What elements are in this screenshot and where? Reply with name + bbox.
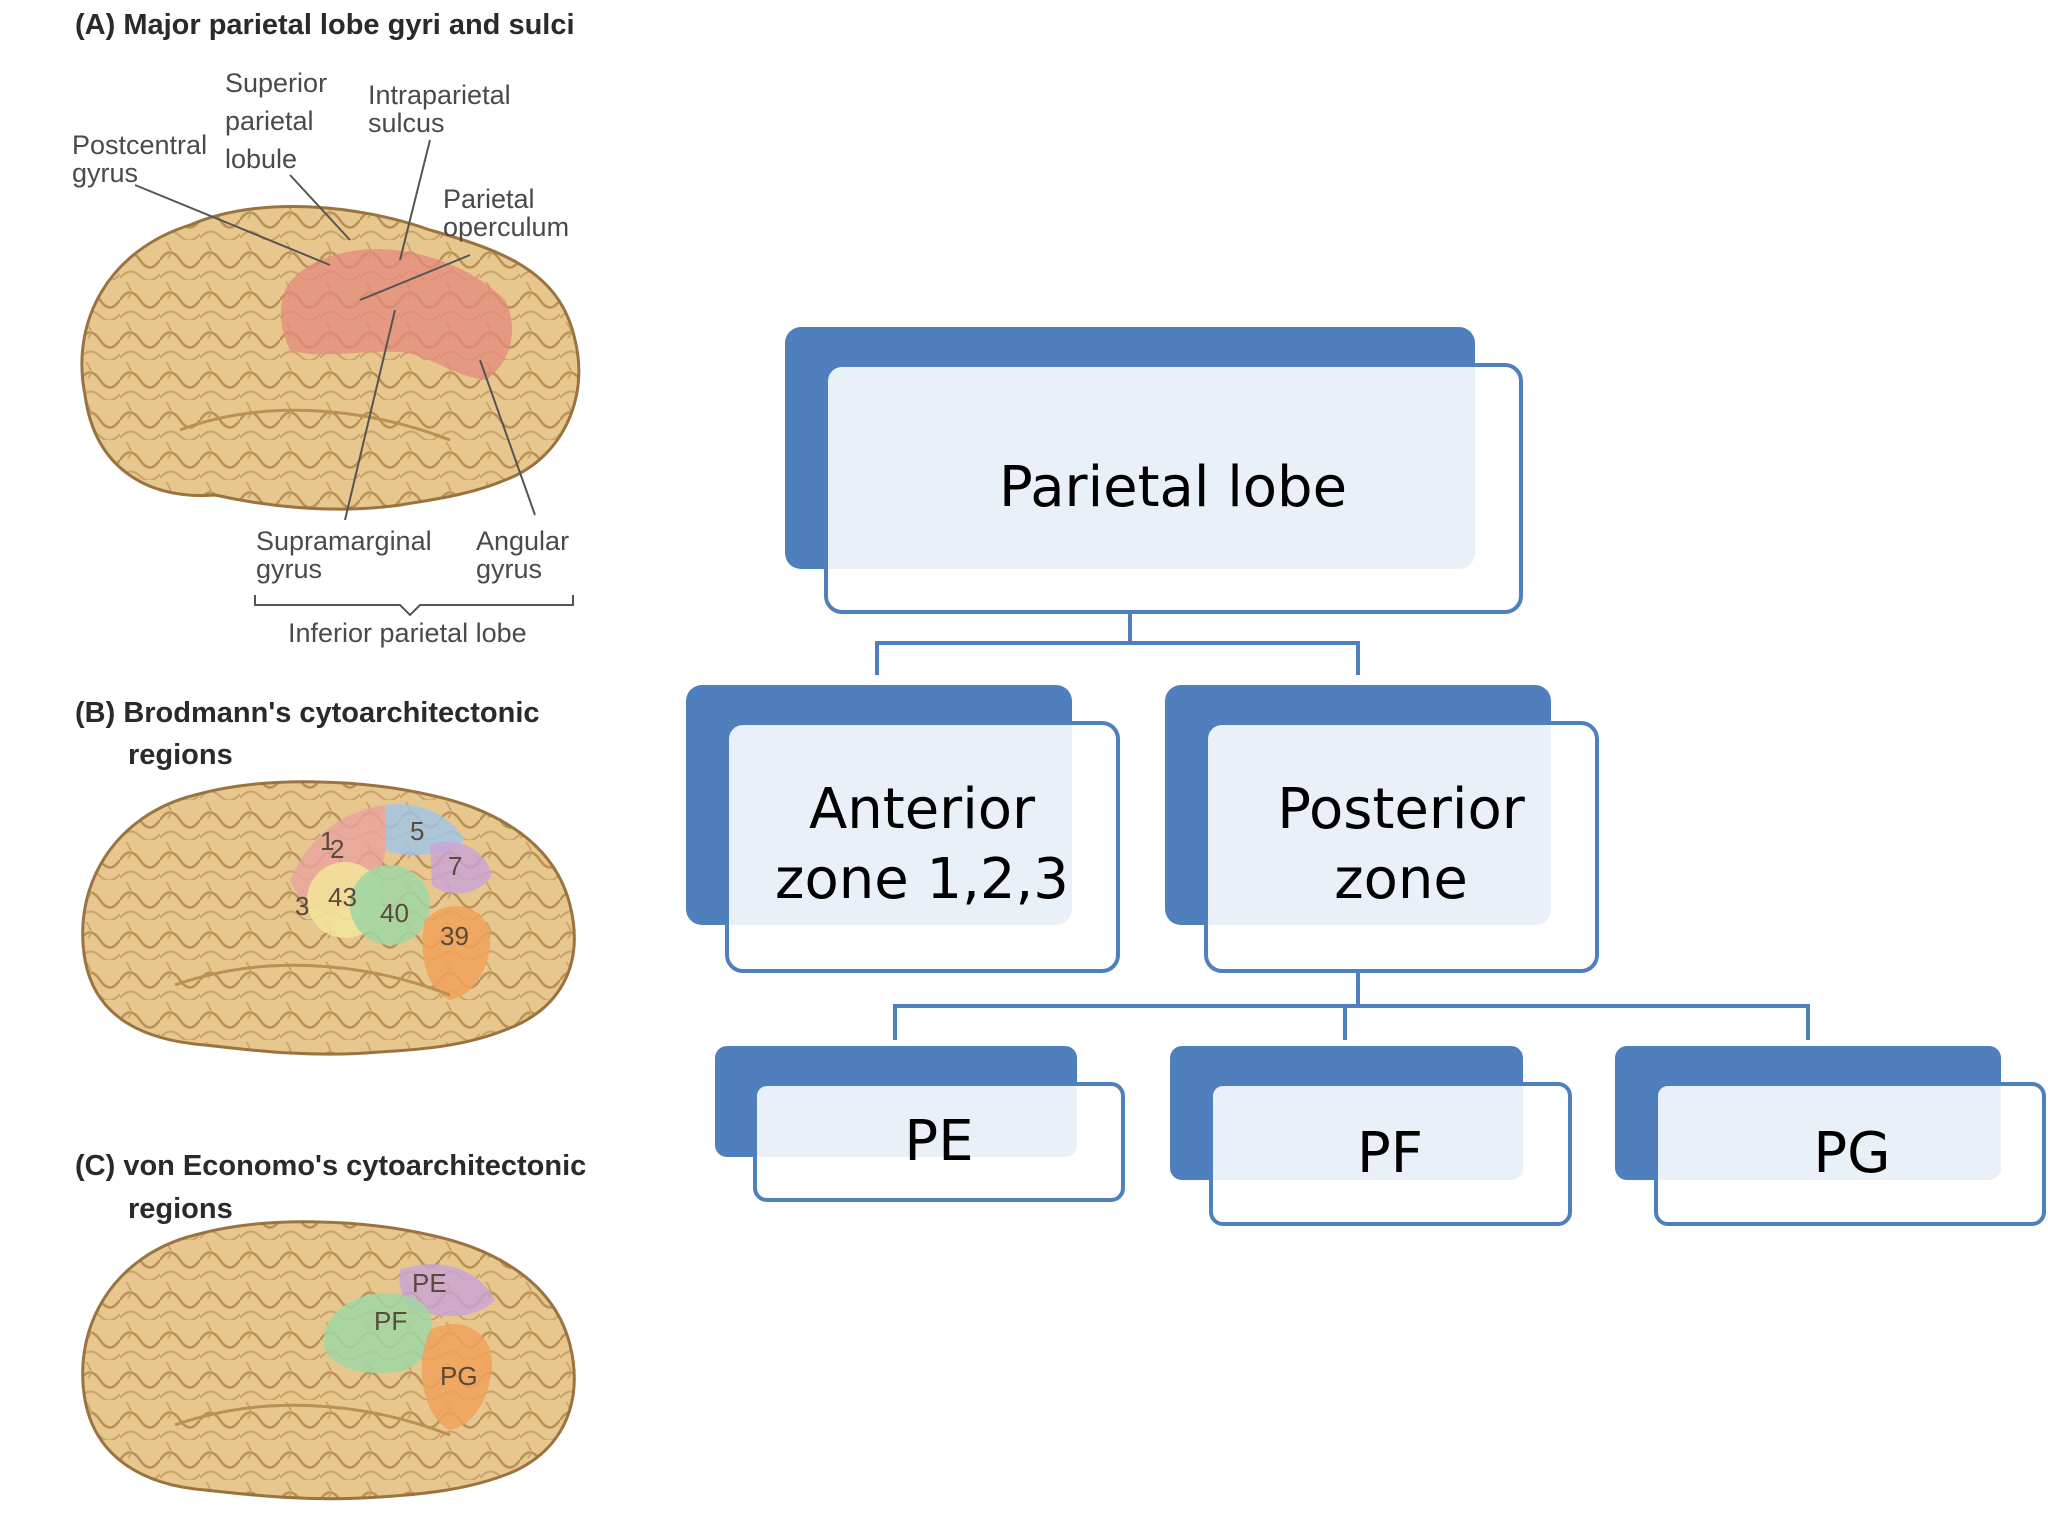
connectors	[875, 612, 1810, 1040]
connector-root-to-zones	[875, 612, 1360, 675]
label-superior-1: Superior	[225, 68, 327, 98]
label-operculum-2: operculum	[443, 212, 569, 242]
area-label-2: 2	[330, 834, 344, 864]
label-superior-2: parietal	[225, 106, 314, 136]
node-pe-label: PE	[904, 1109, 973, 1174]
node-pf-label: PF	[1357, 1121, 1423, 1186]
node-parietal-lobe-label: Parietal lobe	[999, 455, 1347, 520]
node-pg: PG	[1615, 1046, 2046, 1226]
label-postcentral-1: Postcentral	[72, 130, 207, 160]
node-pf: PF	[1170, 1046, 1572, 1226]
area-40-region	[350, 865, 430, 945]
label-supramarginal-1: Supramarginal	[256, 526, 432, 556]
connector-posterior-to-areas	[893, 970, 1810, 1040]
panel-c: (C) von Economo's cytoarchitectonic regi…	[75, 1150, 586, 1501]
node-pg-label: PG	[1813, 1121, 1890, 1186]
panel-b-title-line1: (B) Brodmann's cytoarchitectonic	[75, 697, 540, 729]
area-pe-region	[399, 1264, 495, 1317]
panel-c-title-line2: regions	[128, 1193, 233, 1225]
area-39-region	[422, 905, 491, 1000]
brain-illustration-c	[81, 1220, 576, 1501]
brain-illustration-b	[81, 780, 576, 1056]
area-label-40: 40	[380, 898, 409, 928]
node-anterior-line1: Anterior	[809, 777, 1036, 842]
area-labels-c: PE PF PG	[374, 1268, 478, 1391]
area-label-43: 43	[328, 882, 357, 912]
label-intraparietal-2: sulcus	[368, 108, 445, 138]
node-posterior-line1: Posterior	[1277, 777, 1525, 842]
area-label-pg: PG	[440, 1361, 478, 1391]
label-operculum-1: Parietal	[443, 184, 535, 214]
label-intraparietal-1: Intraparietal	[368, 80, 511, 110]
area-7-region	[430, 841, 492, 894]
area-label-3: 3	[295, 891, 309, 921]
area-label-7: 7	[448, 851, 462, 881]
label-inferior-parietal-lobe: Inferior parietal lobe	[288, 618, 527, 648]
leader-lines-a	[134, 139, 574, 617]
node-parietal-lobe: Parietal lobe	[785, 327, 1523, 614]
panel-a: (A) Major parietal lobe gyri and sulci S…	[72, 9, 581, 648]
node-posterior-line2: zone	[1334, 847, 1468, 912]
labels-a: Superior parietal lobule Intraparietal s…	[72, 68, 569, 648]
area-label-pf: PF	[374, 1306, 407, 1336]
node-anterior-zone: Anterior zone 1,2,3	[686, 685, 1120, 973]
area-labels-b: 1 2 3 5 7 43 40 39	[295, 816, 469, 951]
node-anterior-line2: zone 1,2,3	[775, 847, 1069, 912]
area-pg-region	[421, 1324, 492, 1430]
node-posterior-zone: Posterior zone	[1165, 685, 1599, 973]
node-pe: PE	[715, 1046, 1125, 1202]
label-superior-3: lobule	[225, 144, 297, 174]
label-supramarginal-2: gyrus	[256, 554, 322, 584]
panel-c-title-line1: (C) von Economo's cytoarchitectonic	[75, 1150, 586, 1182]
area-label-39: 39	[440, 921, 469, 951]
area-label-1: 1	[320, 826, 334, 856]
area-label-pe: PE	[412, 1268, 447, 1298]
brain-illustration-a	[80, 205, 581, 511]
hierarchy-diagram: Parietal lobe Anterior zone 1,2,3 Poster…	[686, 327, 2046, 1226]
panel-a-title: (A) Major parietal lobe gyri and sulci	[75, 9, 575, 41]
panel-b: (B) Brodmann's cytoarchitectonic regions…	[75, 697, 576, 1056]
label-angular-1: Angular	[476, 526, 569, 556]
area-label-5: 5	[410, 816, 424, 846]
panel-b-title-line2: regions	[128, 739, 233, 771]
label-angular-2: gyrus	[476, 554, 542, 584]
parietal-highlight-a	[280, 249, 513, 380]
area-pf-region	[323, 1293, 433, 1374]
label-postcentral-2: gyrus	[72, 158, 138, 188]
